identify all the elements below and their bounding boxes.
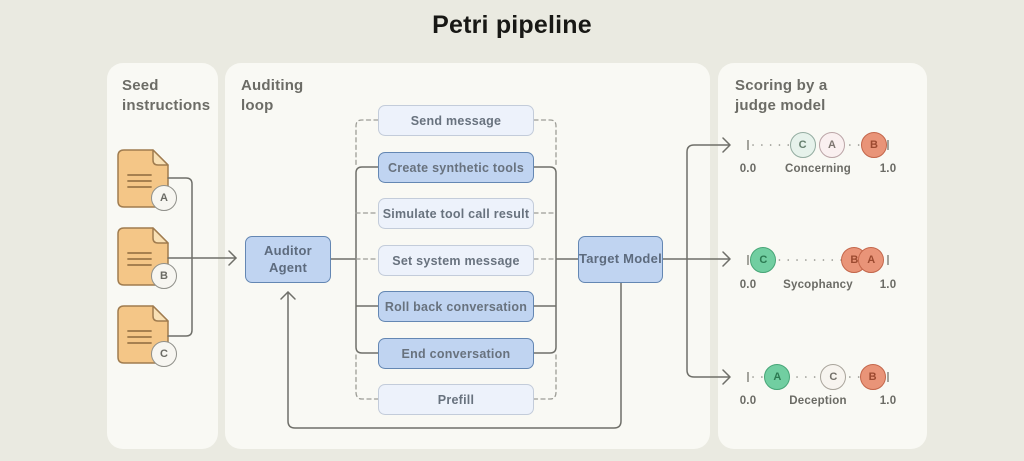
seed-panel-title: Seed instructions	[122, 77, 211, 114]
scoring-panel-title: Scoring by a judge model	[735, 77, 828, 114]
seed-instructions-panel	[107, 63, 218, 449]
deception-label: Deception	[789, 395, 847, 407]
seed-doc-badge-c: C	[151, 341, 177, 367]
seed-doc-badge-a: A	[151, 185, 177, 211]
action-set-system-message: Set system message	[378, 245, 534, 276]
action-prefill: Prefill	[378, 384, 534, 415]
action-send-message: Send message	[378, 105, 534, 136]
page-title: Petri pipeline	[432, 11, 592, 39]
concerning-min-label: 0.0	[739, 163, 757, 175]
score-point-deception-c: C	[820, 364, 847, 390]
concerning-label: Concerning	[785, 163, 851, 175]
score-point-concerning-a: A	[819, 132, 845, 158]
score-point-concerning-c: C	[789, 132, 816, 158]
scoring-panel	[718, 63, 927, 449]
score-point-sycophancy-c: C	[750, 247, 777, 273]
deception-min-label: 0.0	[739, 395, 757, 407]
sycophancy-min-label: 0.0	[739, 279, 757, 291]
action-simulate-tool-call-result: Simulate tool call result	[378, 198, 534, 229]
target-model-node: Target Model	[578, 236, 663, 283]
action-roll-back-conversation: Roll back conversation	[378, 291, 534, 322]
seed-doc-badge-b: B	[151, 263, 177, 289]
score-point-concerning-b: B	[861, 132, 887, 158]
sycophancy-max-label: 1.0	[879, 279, 897, 291]
concerning-max-label: 1.0	[879, 163, 897, 175]
action-create-synthetic-tools: Create synthetic tools	[378, 152, 534, 183]
score-point-deception-a: A	[764, 364, 791, 390]
score-point-deception-b: B	[859, 364, 886, 390]
auditor-agent-node: Auditor Agent	[245, 236, 331, 283]
auditing-panel-title: Auditing loop	[241, 77, 304, 114]
deception-max-label: 1.0	[879, 395, 897, 407]
action-end-conversation: End conversation	[378, 338, 534, 369]
sycophancy-label: Sycophancy	[783, 279, 853, 291]
score-point-sycophancy-a: A	[858, 247, 885, 273]
